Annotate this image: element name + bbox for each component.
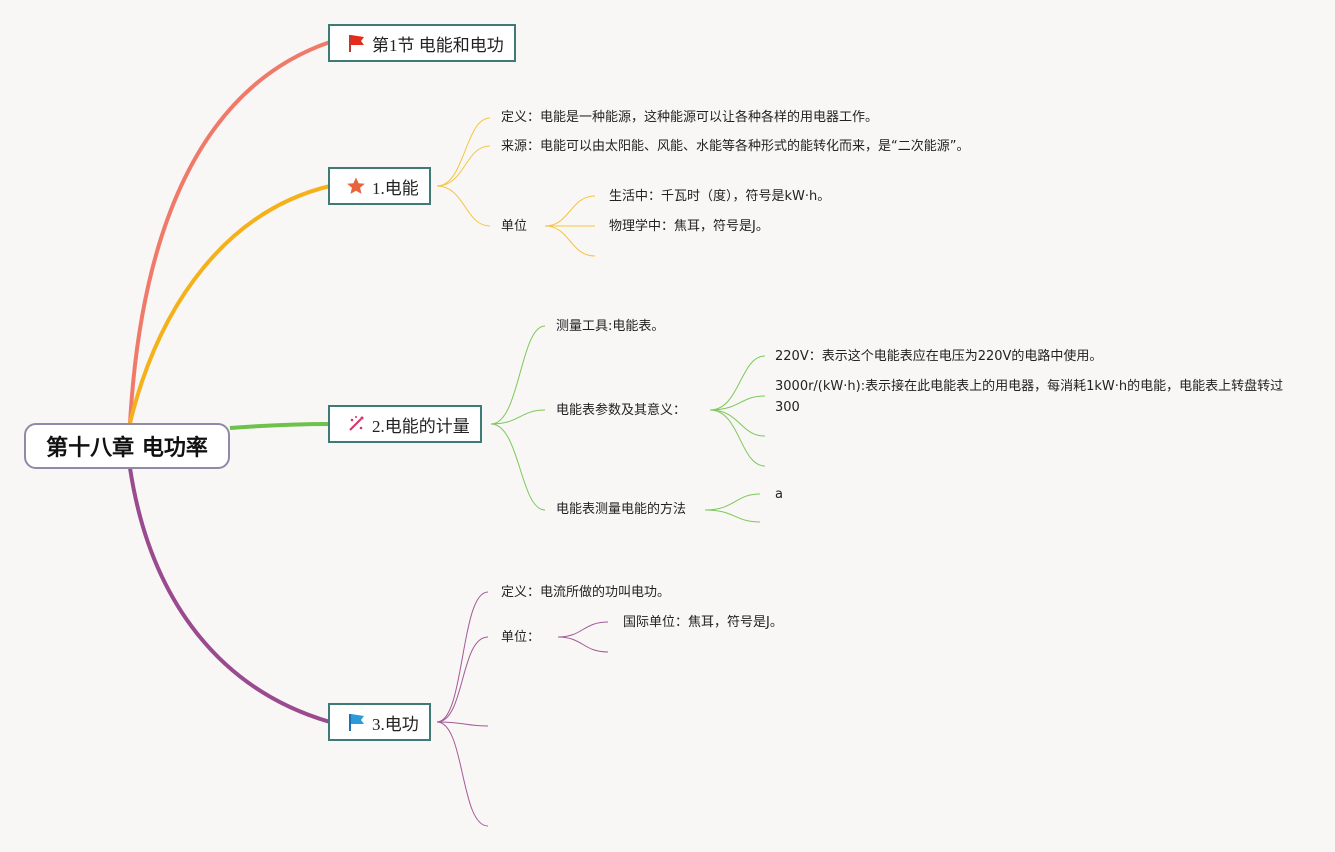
branch-line-section1 — [128, 40, 331, 424]
energy-unit-life[interactable]: 生活中：千瓦时（度），符号是kW·h。 — [609, 189, 831, 204]
link-param-empty2 — [709, 409, 766, 467]
link-work-empty2 — [436, 721, 489, 827]
topic-section-1[interactable]: 第1节 电能和电功 — [328, 24, 516, 62]
orange-star-icon — [346, 176, 366, 196]
link-work-definition — [436, 591, 489, 723]
red-flag-icon — [346, 33, 366, 53]
link-param-3000 — [709, 395, 766, 411]
work-unit-si[interactable]: 国际单位：焦耳，符号是J。 — [623, 615, 783, 630]
energy-definition[interactable]: 定义：电能是一种能源，这种能源可以让各种各样的用电器工作。 — [501, 110, 879, 125]
link-unit-empty — [557, 636, 609, 653]
metering-tool[interactable]: 测量工具:电能表。 — [556, 319, 665, 334]
metering-param-220v[interactable]: 220V：表示这个电能表应在电压为220V的电路中使用。 — [775, 349, 1103, 364]
energy-unit[interactable]: 单位 — [501, 219, 528, 234]
topic-label: 3.电功 — [372, 714, 419, 734]
work-definition[interactable]: 定义：电流所做的功叫电功。 — [501, 585, 671, 600]
link-method-a — [704, 493, 761, 511]
blue-flag-icon — [346, 712, 366, 732]
link-energy-definition — [436, 117, 491, 187]
topic-energy-metering[interactable]: 2.电能的计量 — [328, 405, 482, 443]
metering-method[interactable]: 电能表测量电能的方法 — [556, 502, 687, 517]
link-work-empty1 — [436, 721, 489, 727]
topic-electric-work[interactable]: 3.电功 — [328, 703, 431, 741]
metering-params[interactable]: 电能表参数及其意义： — [556, 403, 687, 418]
work-unit[interactable]: 单位： — [501, 630, 541, 645]
sparkle-icon — [346, 414, 366, 434]
topic-label: 第1节 电能和电功 — [372, 35, 504, 55]
link-metering-params — [490, 409, 546, 425]
topic-energy[interactable]: 1.电能 — [328, 167, 431, 205]
topic-label: 1.电能 — [372, 178, 419, 198]
link-energy-unit — [436, 185, 491, 227]
branch-line-work — [128, 467, 331, 724]
link-unit-empty — [544, 225, 596, 257]
branch-line-energy — [128, 184, 331, 424]
energy-source[interactable]: 来源：电能可以由太阳能、风能、水能等各种形式的能转化而来，是“二次能源”。 — [501, 139, 970, 154]
branch-line-metering — [229, 422, 331, 430]
metering-param-3000[interactable]: 3000r/(kW·h):表示接在此电能表上的用电器，每消耗1kW·h的电能，电… — [775, 379, 1284, 415]
link-work-unit — [436, 636, 489, 723]
topic-label: 2.电能的计量 — [372, 416, 470, 436]
link-energy-source — [436, 145, 491, 187]
link-unit-life — [544, 195, 596, 227]
root-topic[interactable]: 第十八章 电功率 — [24, 423, 230, 469]
metering-method-a[interactable]: a — [775, 487, 783, 502]
link-param-220v — [709, 355, 766, 411]
link-metering-method — [490, 423, 546, 511]
link-metering-tool — [490, 325, 546, 425]
link-unit-si — [557, 621, 609, 638]
energy-unit-physics[interactable]: 物理学中：焦耳，符号是J。 — [609, 219, 769, 234]
link-param-empty1 — [709, 409, 766, 437]
link-method-empty — [704, 509, 761, 523]
